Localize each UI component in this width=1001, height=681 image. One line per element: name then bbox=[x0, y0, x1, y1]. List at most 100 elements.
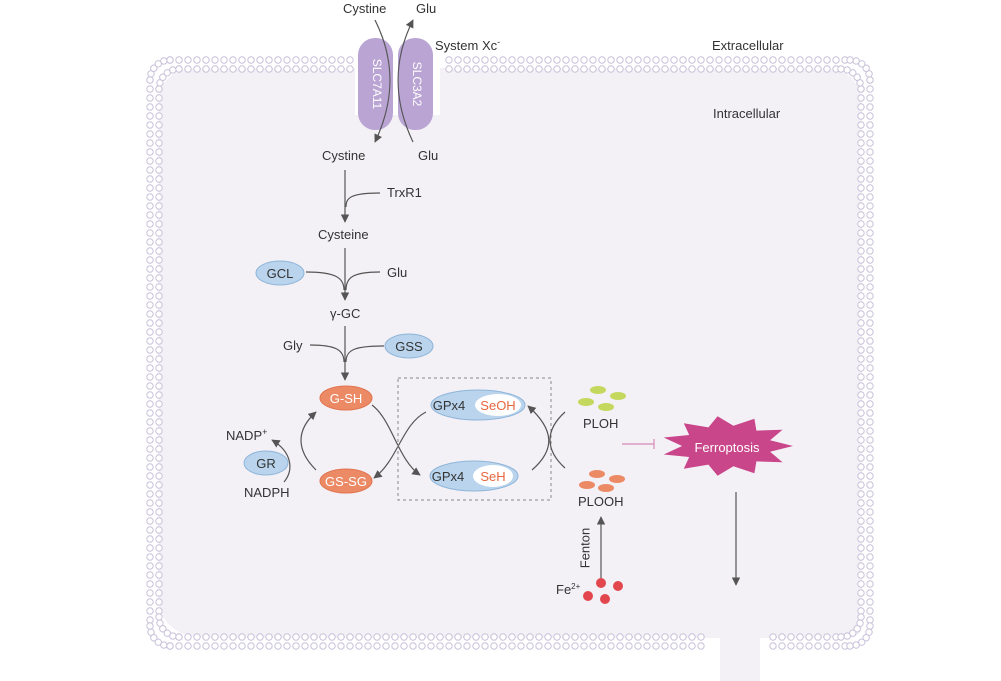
lipid-head bbox=[229, 633, 237, 641]
lipid-head bbox=[857, 202, 865, 210]
lipid-head bbox=[146, 247, 154, 255]
lipid-head bbox=[857, 355, 865, 363]
lipid-head bbox=[856, 619, 864, 627]
gsh-node bbox=[319, 385, 373, 411]
lipid-head bbox=[155, 382, 163, 390]
lipid-head bbox=[857, 103, 865, 111]
lipid-head bbox=[616, 642, 624, 650]
lipid-head bbox=[857, 535, 865, 543]
lipid-head bbox=[155, 490, 163, 498]
lipid-head bbox=[553, 56, 561, 64]
lipid-head bbox=[146, 400, 154, 408]
lipid-head bbox=[274, 56, 282, 64]
lipid-head bbox=[146, 220, 154, 228]
lipid-head bbox=[155, 436, 163, 444]
lipid-head bbox=[472, 65, 480, 73]
lipid-head bbox=[508, 65, 516, 73]
lipid-head bbox=[865, 70, 873, 78]
lipid-head bbox=[787, 56, 795, 64]
lipid-head bbox=[857, 238, 865, 246]
lipid-head bbox=[301, 633, 309, 641]
lipid-head bbox=[202, 65, 210, 73]
lipid-head bbox=[146, 490, 154, 498]
lipid-head bbox=[146, 445, 154, 453]
lipid-head bbox=[589, 65, 597, 73]
lipid-head bbox=[866, 211, 874, 219]
seoh-label: SeOH bbox=[480, 398, 515, 413]
gcl-label: GCL bbox=[267, 266, 294, 281]
lipid-head bbox=[866, 481, 874, 489]
lipid-head bbox=[418, 633, 426, 641]
lipid-head bbox=[184, 642, 192, 650]
lipid-head bbox=[857, 184, 865, 192]
lipid-head bbox=[866, 175, 874, 183]
lipid-head bbox=[857, 544, 865, 552]
fe-label: Fe2+ bbox=[556, 582, 581, 597]
lipid-head bbox=[866, 355, 874, 363]
lipid-head bbox=[580, 633, 588, 641]
lipid-head bbox=[155, 94, 163, 102]
lipid-head bbox=[154, 638, 162, 646]
lipid-head bbox=[679, 642, 687, 650]
lipid-head bbox=[155, 364, 163, 372]
lipid-head bbox=[661, 633, 669, 641]
lipid-head bbox=[857, 256, 865, 264]
lipid-head bbox=[146, 346, 154, 354]
lipid-head bbox=[625, 633, 633, 641]
lipid-head bbox=[823, 56, 831, 64]
lipid-head bbox=[169, 632, 177, 640]
lipid-head bbox=[688, 633, 696, 641]
lipid-head bbox=[175, 642, 183, 650]
lipid-head bbox=[866, 526, 874, 534]
lipid-head bbox=[857, 571, 865, 579]
lipid-head bbox=[517, 633, 525, 641]
gpx4-dashed-box bbox=[397, 377, 552, 501]
inner-cystine-label: Cystine bbox=[322, 148, 365, 163]
gpx4-to-gssg-arrow bbox=[373, 411, 427, 479]
lipid-head bbox=[857, 517, 865, 525]
lipid-head bbox=[155, 337, 163, 345]
lipid-bilayer-heads bbox=[146, 56, 874, 650]
lipid-head bbox=[146, 319, 154, 327]
lipid-head bbox=[146, 616, 154, 624]
lipid-head bbox=[155, 292, 163, 300]
lipid-head bbox=[866, 265, 874, 273]
lipid-head bbox=[184, 633, 192, 641]
fe-ion-dot bbox=[583, 591, 593, 601]
lipid-head bbox=[220, 633, 228, 641]
lipid-head bbox=[146, 622, 154, 630]
lipid-head bbox=[463, 65, 471, 73]
lipid-head bbox=[661, 56, 669, 64]
lipid-head bbox=[481, 65, 489, 73]
lipid-head bbox=[866, 436, 874, 444]
lipid-head bbox=[866, 256, 874, 264]
lipid-head bbox=[866, 94, 874, 102]
lipid-head bbox=[544, 56, 552, 64]
lipid-head bbox=[283, 633, 291, 641]
lipid-head bbox=[858, 60, 866, 68]
lipid-head bbox=[155, 526, 163, 534]
lipid-head bbox=[857, 463, 865, 471]
lipid-head bbox=[146, 301, 154, 309]
lipid-head bbox=[865, 628, 873, 636]
cell-membrane bbox=[146, 56, 874, 681]
lipid-head bbox=[274, 642, 282, 650]
lipid-head bbox=[146, 373, 154, 381]
lipid-head bbox=[857, 85, 865, 93]
system-xc-label: System Xc- bbox=[435, 37, 500, 53]
lipid-head bbox=[155, 265, 163, 273]
lipid-head bbox=[155, 463, 163, 471]
nadp-label: NADP+ bbox=[226, 427, 267, 443]
lipid-head bbox=[463, 633, 471, 641]
lipid-head bbox=[856, 79, 864, 87]
lipid-head bbox=[310, 642, 318, 650]
lipid-head bbox=[616, 56, 624, 64]
lipid-head bbox=[409, 633, 417, 641]
lipid-head bbox=[274, 65, 282, 73]
lipid-head bbox=[857, 400, 865, 408]
gcl-enzyme bbox=[255, 260, 305, 286]
lipid-head bbox=[256, 56, 264, 64]
lipid-head bbox=[857, 229, 865, 237]
lipid-head bbox=[156, 79, 164, 87]
lipid-head bbox=[857, 346, 865, 354]
